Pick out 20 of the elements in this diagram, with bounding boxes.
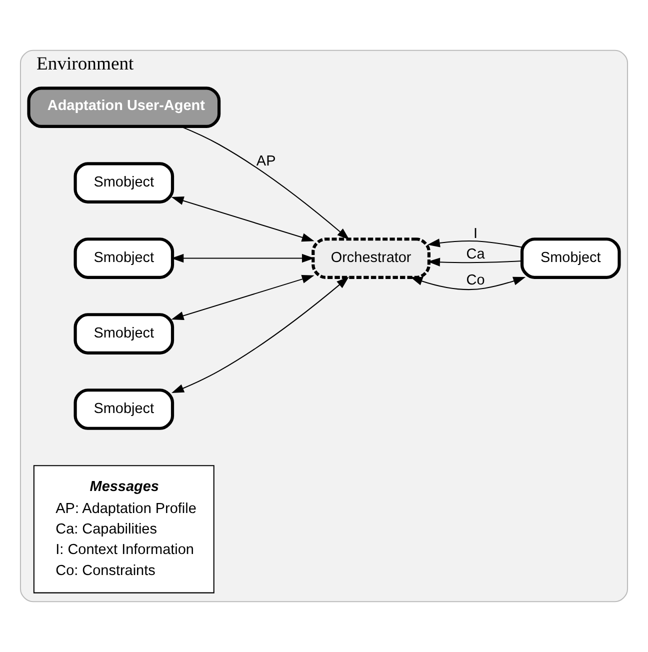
node-box: Orchestrator bbox=[312, 238, 430, 279]
node-box: Smobject bbox=[520, 238, 621, 279]
edge-label: Ca bbox=[466, 246, 485, 262]
edge-label: I bbox=[473, 226, 478, 242]
arrow bbox=[180, 126, 350, 240]
node-box: Smobject bbox=[74, 238, 174, 279]
arrow bbox=[410, 276, 526, 290]
node-box: Adaptation User-Agent bbox=[27, 86, 221, 128]
node-box: Smobject bbox=[74, 313, 174, 354]
arrow bbox=[427, 238, 522, 248]
edge-label: Co bbox=[466, 272, 485, 288]
arrow bbox=[171, 196, 314, 242]
node-box: Messages AP: Adaptation Profile Ca: Capabilities I: Context Information Co: Constraints bbox=[33, 465, 214, 594]
arrow bbox=[172, 276, 349, 394]
arrow bbox=[171, 254, 314, 263]
node-box: Smobject bbox=[74, 388, 174, 430]
arrow bbox=[428, 258, 522, 266]
edge-label: AP bbox=[256, 153, 276, 170]
arrow bbox=[171, 274, 314, 320]
node-box: Smobject bbox=[74, 162, 174, 204]
